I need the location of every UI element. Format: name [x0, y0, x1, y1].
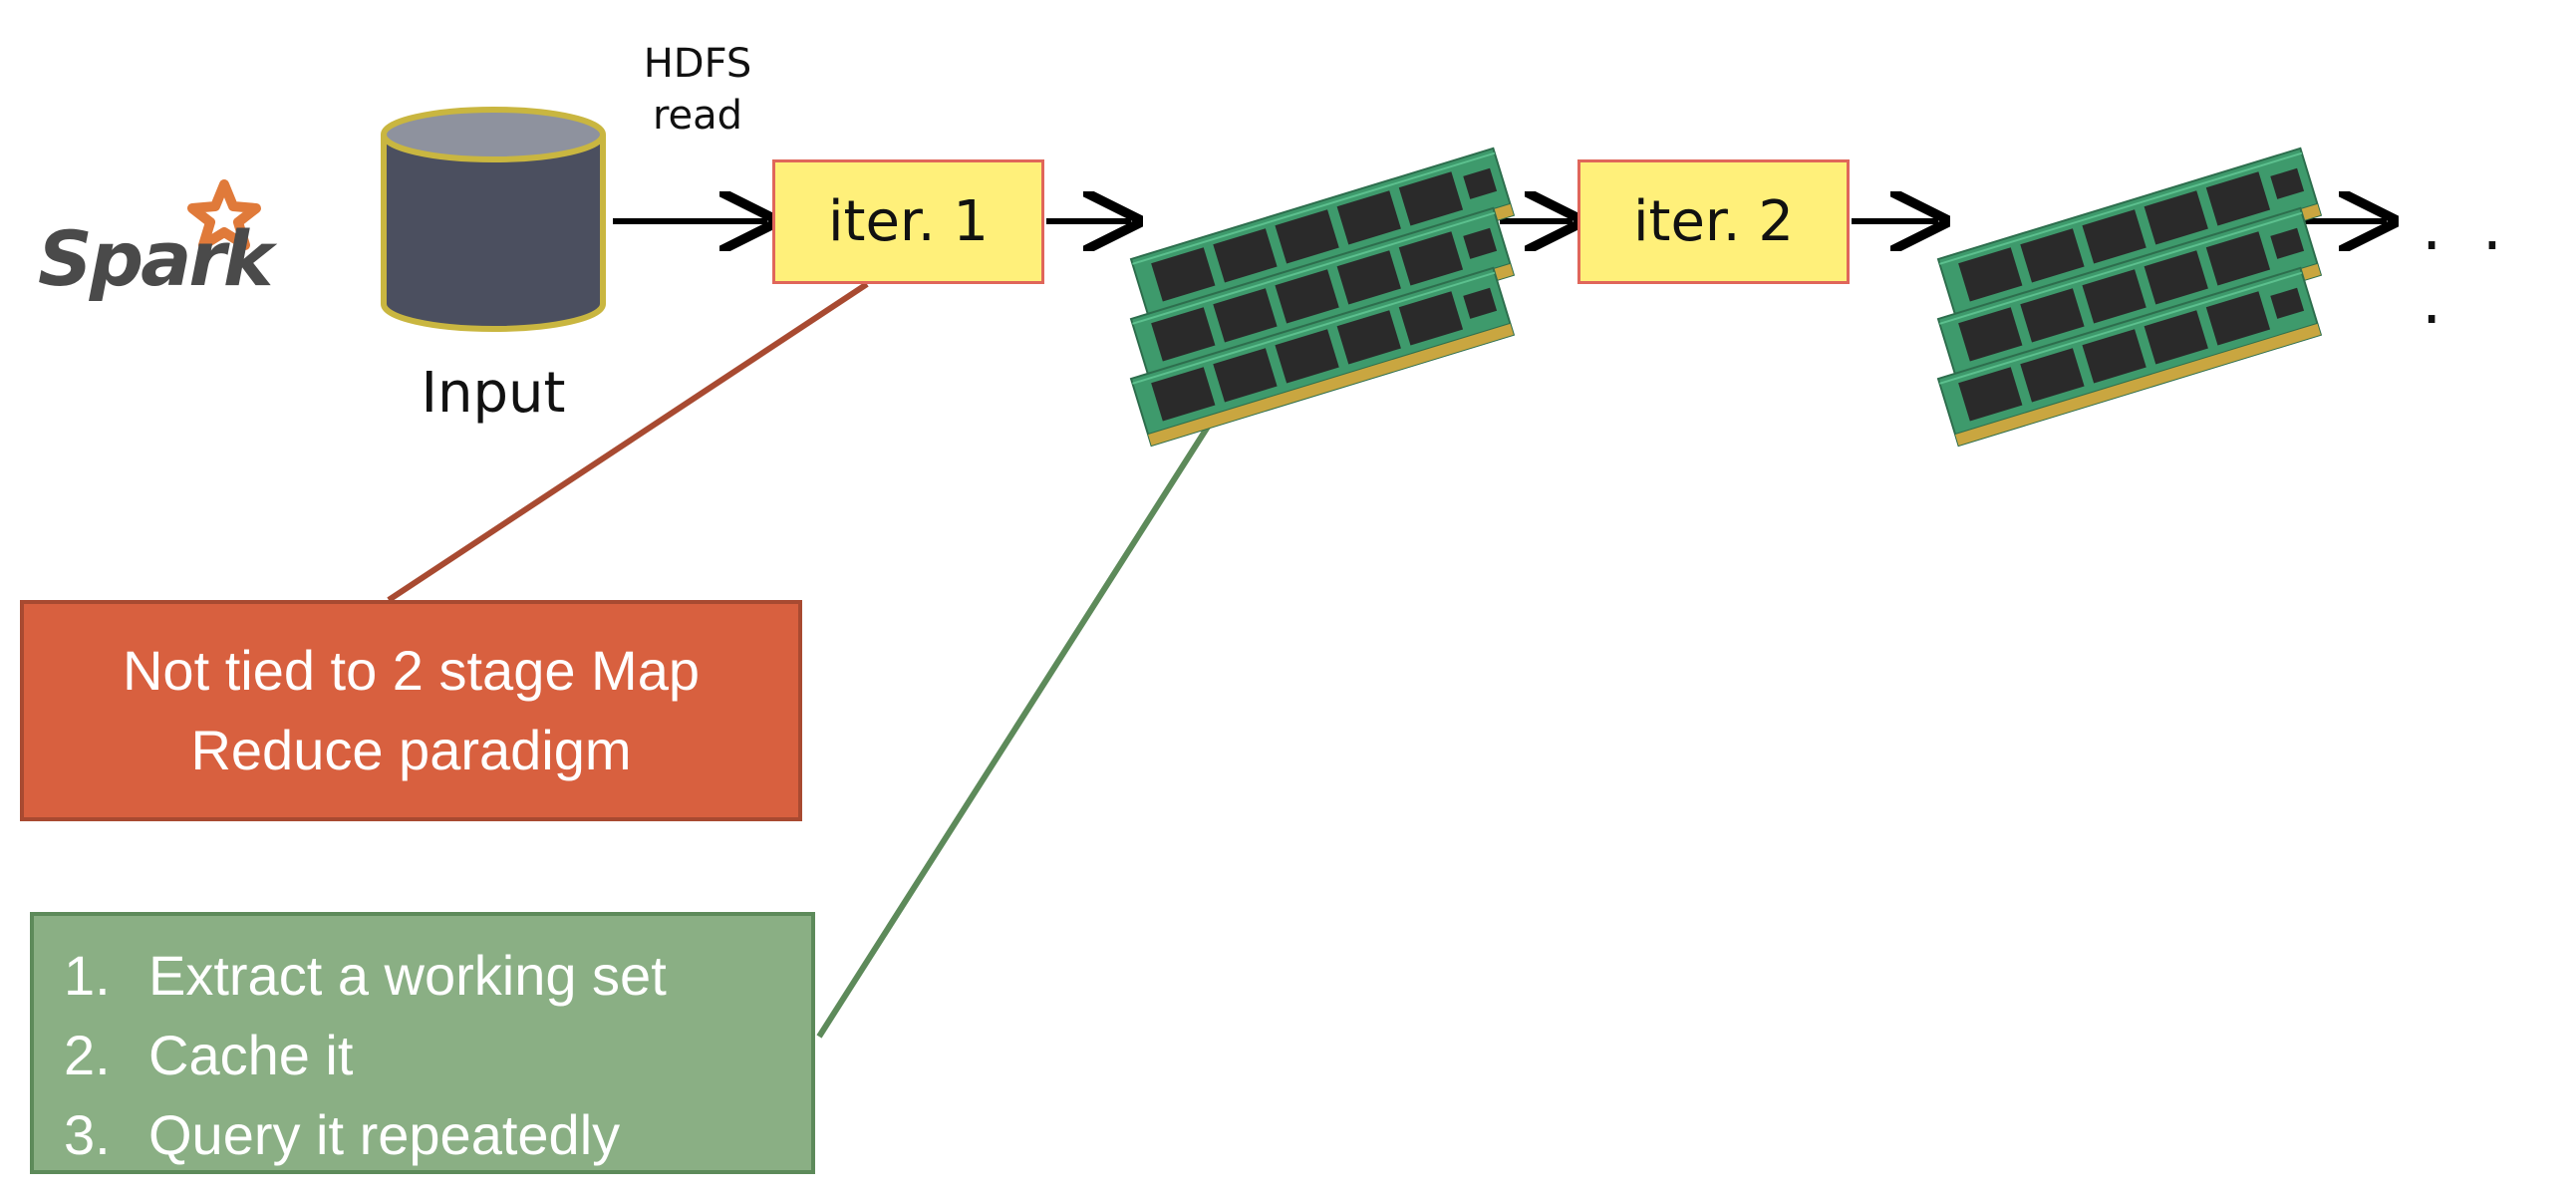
spark-logo-text: Spark: [38, 214, 273, 303]
ellipsis-label: . . .: [2422, 191, 2513, 339]
list-item: 3. Query it repeatedly: [34, 1095, 811, 1175]
list-number: 2.: [64, 1024, 111, 1086]
map-reduce-callout: Not tied to 2 stage Map Reduce paradigm: [20, 600, 802, 821]
input-label: Input: [421, 361, 566, 426]
green-leader-line: [816, 389, 1234, 1039]
list-text: Extract a working set: [148, 944, 667, 1007]
iteration-2-box: iter. 2: [1577, 159, 1850, 284]
list-text: Cache it: [148, 1024, 354, 1086]
list-number: 3.: [64, 1103, 111, 1166]
list-number: 1.: [64, 944, 111, 1007]
memory-ram-icon: [1938, 149, 2321, 446]
hdfs-read-label: HDFS read: [643, 41, 752, 139]
memory-ram-icon: [1131, 149, 1514, 446]
iteration-1-box: iter. 1: [772, 159, 1044, 284]
working-set-callout: 1. Extract a working set 2. Cache it 3. …: [30, 912, 815, 1174]
callout-line: Reduce paradigm: [190, 719, 632, 781]
list-text: Query it repeatedly: [148, 1103, 621, 1166]
red-leader-line: [387, 281, 869, 603]
callout-line: Not tied to 2 stage Map: [122, 639, 700, 702]
list-item: 1. Extract a working set: [34, 936, 811, 1016]
database-cylinder-icon: [381, 107, 606, 332]
spark-star-icon: [187, 179, 261, 250]
list-item: 2. Cache it: [34, 1016, 811, 1095]
